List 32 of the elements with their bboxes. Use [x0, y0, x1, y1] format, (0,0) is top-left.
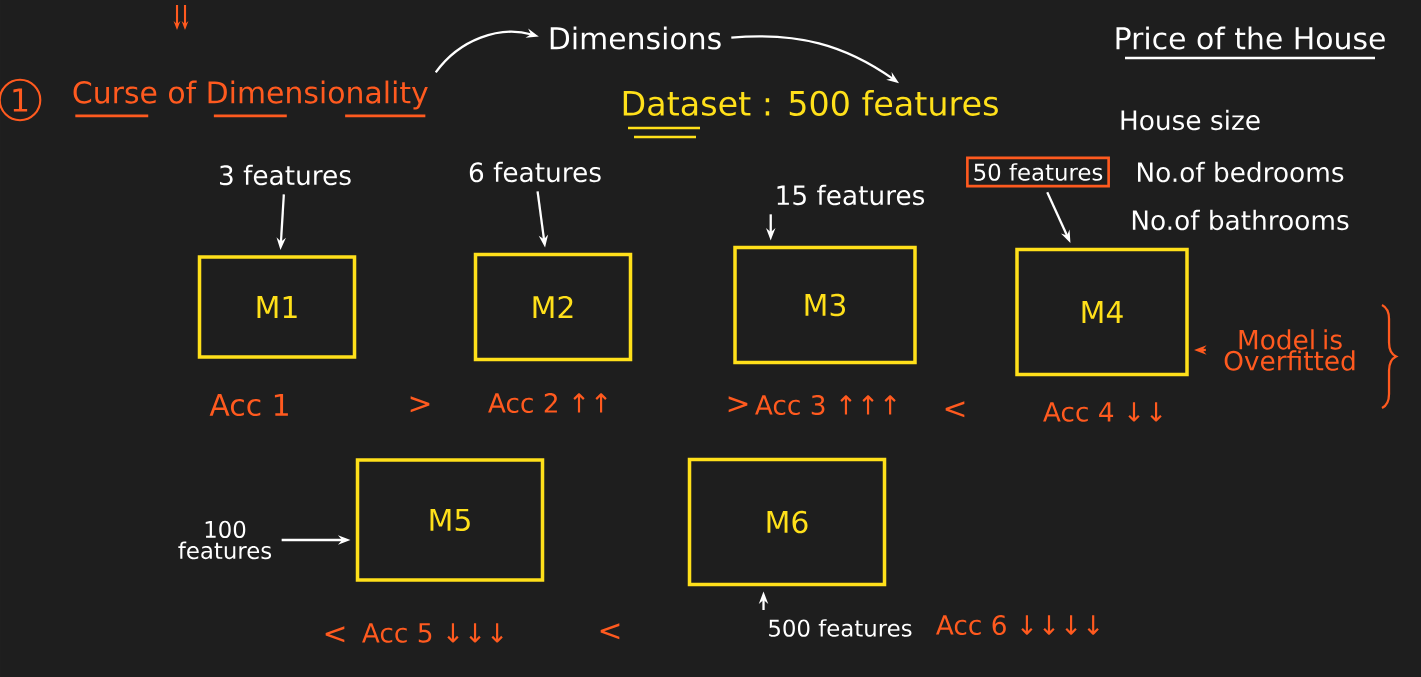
accuracy-caption: Acc 2 ↑↑	[488, 393, 607, 413]
model-box: M4	[1015, 247, 1189, 377]
model-box: M6	[687, 457, 887, 587]
note-text: Acc 6 ↓↓↓↓	[936, 615, 1099, 635]
model-box: M5	[355, 458, 545, 582]
note-text: Dimensions	[550, 26, 721, 50]
model-box: M2	[473, 252, 633, 362]
note-text: No.of bathrooms	[1132, 209, 1349, 231]
note-text: <	[325, 626, 345, 643]
note-text: >	[410, 396, 430, 413]
accuracy-caption: Acc 3 ↑↑↑	[755, 395, 896, 415]
heading: Curse of Dimensionality	[73, 80, 428, 110]
note-text: House size	[1121, 109, 1260, 131]
note-text: Dataset : 500 features	[623, 90, 998, 116]
circled-number: 1	[0, 78, 42, 122]
note-text: 100 features	[178, 520, 272, 560]
model-box: M3	[733, 245, 917, 365]
note-text: Price of the House	[1116, 26, 1385, 50]
accuracy-caption: Acc 4 ↓↓	[1043, 402, 1162, 422]
note-text: 3 features	[220, 164, 351, 186]
note-text: No.of bedrooms	[1138, 161, 1344, 183]
note-text: <	[600, 623, 620, 640]
note-text: Model is Overfitted	[1224, 329, 1355, 371]
feature-box: 50 features	[966, 156, 1110, 188]
note-text: 15 features	[777, 184, 925, 206]
note-text: >	[728, 396, 748, 413]
note-text: 500 features	[769, 619, 912, 637]
model-box: M1	[197, 255, 357, 359]
accuracy-caption: Acc 1	[209, 393, 288, 417]
note-text: 6 features	[469, 161, 601, 183]
accuracy-caption: Acc 5 ↓↓↓	[362, 623, 503, 643]
note-text: <	[945, 401, 965, 418]
